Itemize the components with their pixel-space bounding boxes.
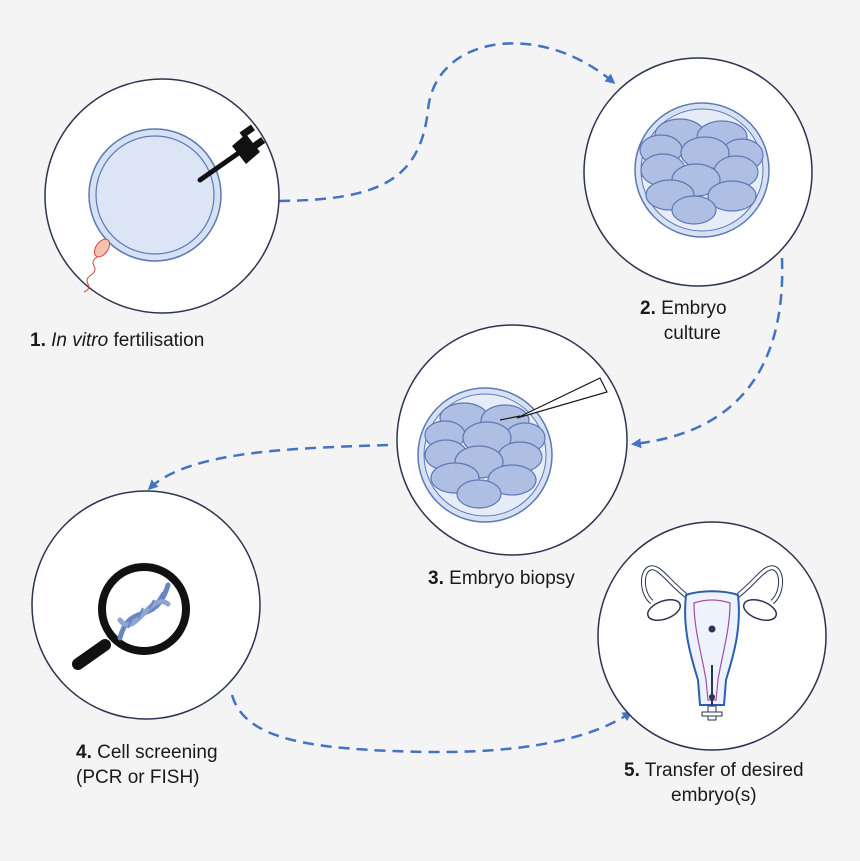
step-1-label: fertilisation xyxy=(108,330,205,351)
magnifying-glass-icon xyxy=(98,563,190,655)
oocyte-cytoplasm xyxy=(95,135,215,255)
step-1-caption: 1. In vitro fertilisation xyxy=(30,328,204,353)
ovary-left xyxy=(646,598,682,622)
step-3-label: Embryo biopsy xyxy=(449,568,575,589)
step-2-caption: 2. Embryo culture xyxy=(640,296,727,346)
ovary-right xyxy=(742,598,778,622)
arrow-4-to-5 xyxy=(230,694,633,754)
step-3-caption: 3. Embryo biopsy xyxy=(428,566,575,591)
step-5-label-line1: Transfer of desired xyxy=(644,760,804,781)
step-4-cell-screening-illustration xyxy=(31,490,261,720)
dna-icon xyxy=(117,582,171,641)
embryo-cells xyxy=(424,402,546,509)
step-1-label-italic: In vitro xyxy=(51,330,109,351)
process-arrows xyxy=(147,42,784,754)
step-4-label-line1: Cell screening xyxy=(97,742,218,763)
arrow-1-to-2 xyxy=(278,42,616,203)
biopsy-needle-icon xyxy=(499,377,608,421)
step-4-number: 4. xyxy=(76,742,92,763)
step-5-number: 5. xyxy=(624,760,640,781)
step-5-transfer-illustration xyxy=(597,521,827,751)
magnifier-handle xyxy=(72,639,111,670)
uterus-icon xyxy=(641,565,783,706)
step-5-label-line2: embryo(s) xyxy=(671,785,757,806)
step-1-ivf-illustration xyxy=(44,78,280,314)
step-4-caption: 4. Cell screening (PCR or FISH) xyxy=(76,740,218,790)
embryo-implanted xyxy=(708,625,716,633)
step-3-number: 3. xyxy=(428,568,444,589)
step-1-number: 1. xyxy=(30,330,46,351)
sperm-icon xyxy=(83,238,111,293)
step-3-embryo-biopsy-illustration xyxy=(396,324,628,556)
step-2-label-line1: Embryo xyxy=(661,298,727,319)
embryo-cells xyxy=(639,118,764,225)
step-4-label-line2: (PCR or FISH) xyxy=(76,767,200,788)
step-2-number: 2. xyxy=(640,298,656,319)
pipette-icon xyxy=(197,124,266,183)
step-5-caption: 5. Transfer of desired embryo(s) xyxy=(624,758,804,808)
catheter-icon xyxy=(701,665,723,721)
step-2-label-line2: culture xyxy=(663,323,721,344)
arrow-2-to-3 xyxy=(631,257,784,449)
step-2-embryo-culture-illustration xyxy=(583,57,813,287)
arrow-3-to-4 xyxy=(147,443,389,491)
